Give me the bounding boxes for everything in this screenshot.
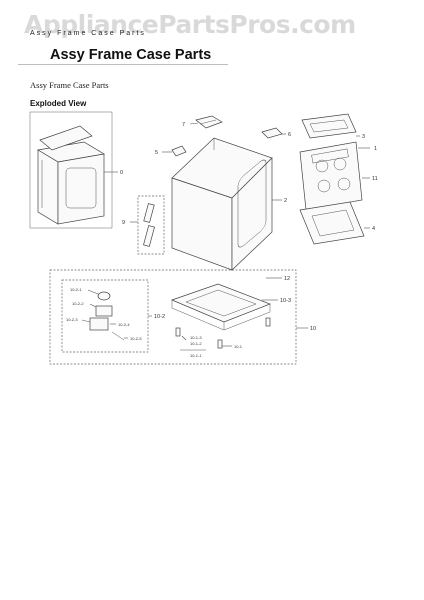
part-3-top-panel <box>301 113 357 139</box>
callout-10-3: 10-3 <box>280 298 291 304</box>
callout-0: 0 <box>120 170 123 176</box>
part-1-rear-panel <box>299 141 363 211</box>
callout-6-upper: 6 <box>288 132 291 138</box>
callout-9: 9 <box>122 220 125 226</box>
callout-1: 1 <box>374 146 377 152</box>
watermark-logo: AppliancePartsPros.com <box>24 10 356 39</box>
callout-2: 2 <box>284 198 287 204</box>
callout-10-2-1: 10-2-1 <box>70 287 82 292</box>
part-10-2-group-box <box>61 279 149 353</box>
part-0-cabinet-inset <box>29 111 113 229</box>
part-7-bracket <box>195 115 223 129</box>
page-title: Assy Frame Case Parts <box>50 47 212 63</box>
callout-10-1-2: 10-1-2 <box>190 341 202 346</box>
callout-4: 4 <box>372 226 375 232</box>
part-6-bracket-upper <box>261 127 283 139</box>
diagram-subtitle: Assy Frame Case Parts <box>30 80 109 90</box>
callout-7: 7 <box>182 122 185 128</box>
breadcrumb: Assy Frame Case Parts <box>30 30 146 37</box>
part-10-group-box <box>49 269 297 365</box>
section-label: Exploded View <box>30 99 87 108</box>
callout-10-2-3: 10-2-3 <box>66 317 78 322</box>
callout-3: 3 <box>362 134 365 140</box>
callout-10-2: 10-2 <box>154 314 165 320</box>
callout-10-1-3: 10-1-3 <box>190 335 202 340</box>
callout-10: 10 <box>310 326 316 332</box>
part-10-2-pump <box>89 291 125 341</box>
callout-11: 11 <box>372 176 378 182</box>
callout-10-2-5: 10-2-5 <box>130 336 142 341</box>
part-9-hose <box>143 203 155 247</box>
part-10-1-feet <box>175 317 271 349</box>
callout-12: 12 <box>284 276 290 282</box>
callout-10-2-2: 10-2-2 <box>72 301 84 306</box>
callout-5: 5 <box>155 150 158 156</box>
callout-10-1: 10-1 <box>234 344 243 349</box>
callout-10-2-4: 10-2-4 <box>118 322 130 327</box>
part-10-3-base-frame <box>171 283 271 331</box>
callout-10-1-1: 10-1-1 <box>190 353 202 358</box>
part-2-main-cabinet <box>171 137 273 271</box>
title-divider <box>18 64 228 65</box>
part-5-hinge <box>171 145 187 157</box>
part-4-lower-panel <box>299 201 365 245</box>
